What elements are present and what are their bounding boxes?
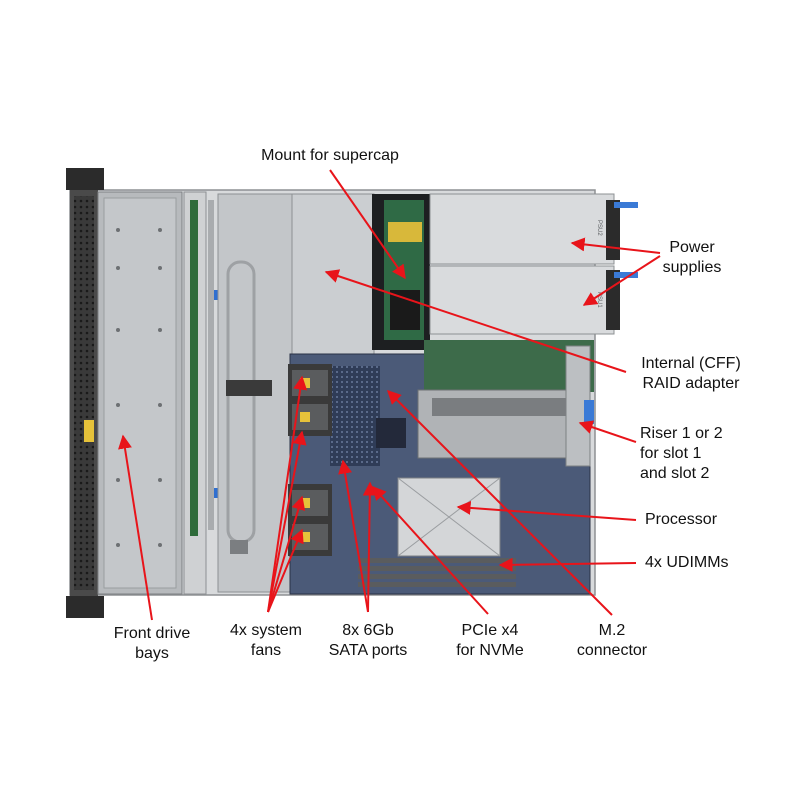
label-riser: Riser 1 or 2 for slot 1 and slot 2	[640, 424, 750, 484]
label-mount-for-supercap: Mount for supercap	[244, 146, 416, 166]
label-sata-ports-line-1: 8x 6Gb	[342, 622, 394, 639]
arrow-fan-4	[267, 528, 304, 613]
label-sata-ports-line-2: SATA ports	[328, 642, 408, 659]
drive-backplane	[183, 191, 218, 595]
power-supply-2	[429, 265, 638, 335]
label-internal-raid: Internal (CFF) RAID adapter	[626, 354, 756, 394]
label-m2-connector: M.2 connector	[562, 621, 662, 661]
label-pcie-nvme-line-1: PCIe x4	[461, 622, 519, 639]
label-pcie-nvme-line-2: for NVMe	[456, 642, 524, 659]
arrow-riser	[578, 420, 637, 443]
label-riser-line-3: and slot 2	[640, 465, 710, 482]
arrow-m2	[387, 390, 613, 616]
label-power-supplies-line-1: Power	[669, 239, 715, 256]
label-udimms-text: 4x UDIMMs	[645, 554, 729, 571]
power-supply-mark-2: PSU1	[596, 292, 602, 308]
arrow-power-supply-2	[582, 255, 661, 306]
label-system-fans-line-1: 4x system	[229, 622, 302, 639]
label-m2-connector-line-1: M.2	[598, 622, 626, 639]
label-power-supplies: Power supplies	[650, 238, 734, 278]
arrow-fan-1	[267, 375, 308, 613]
arrow-sata-1	[338, 459, 369, 613]
arrow-udimms	[498, 557, 637, 572]
label-system-fans-line-2: fans	[250, 642, 282, 659]
label-internal-raid-line-2: RAID adapter	[642, 375, 740, 392]
label-sata-ports: 8x 6Gb SATA ports	[316, 621, 420, 661]
label-system-fans: 4x system fans	[216, 621, 316, 661]
label-udimms: 4x UDIMMs	[645, 553, 755, 573]
udimm-slots	[358, 558, 516, 587]
label-power-supplies-line-2: supplies	[662, 259, 722, 276]
arrow-raid	[324, 269, 627, 373]
arrow-power-supply-1	[570, 237, 661, 254]
label-riser-line-2: for slot 1	[640, 445, 702, 462]
label-riser-line-1: Riser 1 or 2	[640, 425, 723, 442]
arrow-fan-3	[267, 495, 306, 613]
arrow-pcie	[372, 485, 489, 615]
power-supply-mark-1: PSU2	[596, 220, 602, 236]
label-mount-for-supercap-text: Mount for supercap	[261, 147, 399, 164]
label-m2-connector-line-2: connector	[576, 642, 648, 659]
label-processor: Processor	[645, 510, 755, 530]
arrow-sata-2	[362, 481, 377, 613]
arrow-supercap	[329, 169, 406, 280]
callout-arrows	[118, 169, 661, 621]
label-front-drive-bays-line-2: bays	[135, 645, 169, 662]
arrow-fan-2	[267, 430, 307, 613]
power-supply-1	[429, 193, 638, 265]
riser-cage	[417, 345, 594, 467]
processor	[397, 477, 501, 557]
label-front-drive-bays: Front drive bays	[100, 624, 204, 664]
label-front-drive-bays-line-1: Front drive	[113, 625, 191, 642]
arrow-front-drive-bays	[118, 434, 153, 621]
label-pcie-nvme: PCIe x4 for NVMe	[440, 621, 540, 661]
label-internal-raid-line-1: Internal (CFF)	[641, 355, 741, 372]
arrow-processor	[456, 500, 637, 521]
label-processor-text: Processor	[645, 511, 718, 528]
front-drive-bays	[97, 191, 183, 595]
